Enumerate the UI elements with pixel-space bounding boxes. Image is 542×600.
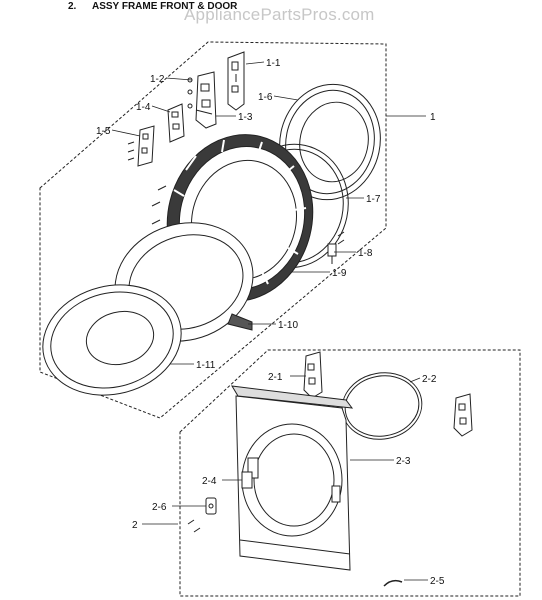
callout-1-6: 1-6 <box>258 92 273 103</box>
callout-2: 2 <box>132 520 138 531</box>
callout-labels: 1 1-1 1-2 1-3 1-4 1-5 1-6 1-7 1-8 1-9 1-… <box>96 58 445 587</box>
callout-1-1: 1-1 <box>266 58 281 69</box>
part-door-glass <box>279 83 381 201</box>
part-door-latch <box>327 231 345 264</box>
part-side-bracket <box>453 393 473 437</box>
section-title: ASSY FRAME FRONT & DOOR <box>92 1 238 12</box>
part-switch <box>187 497 217 533</box>
assy-2-boundary <box>179 349 521 597</box>
callout-2-4: 2-4 <box>202 476 217 487</box>
callout-1-5: 1-5 <box>96 126 111 137</box>
callout-2-5: 2-5 <box>430 576 445 587</box>
part-hinge-cover <box>167 103 185 143</box>
callout-2-6: 2-6 <box>152 502 167 513</box>
callout-1-2: 1-2 <box>150 74 165 85</box>
callout-1-11: 1-11 <box>196 360 216 371</box>
part-wire <box>383 579 403 587</box>
part-door-lock <box>241 471 253 489</box>
callout-1: 1 <box>430 112 436 123</box>
part-hinge-bracket-2 <box>303 351 323 399</box>
part-hinge <box>187 71 217 129</box>
assy-1-boundary <box>39 41 387 419</box>
watermark: AppliancePartsPros.com <box>184 5 375 24</box>
callout-2-3: 2-3 <box>396 456 411 467</box>
callout-1-10: 1-10 <box>278 320 298 331</box>
callout-1-3: 1-3 <box>238 112 253 123</box>
callout-1-4: 1-4 <box>136 102 151 113</box>
section-number: 2. <box>68 1 77 12</box>
callout-2-2: 2-2 <box>422 374 437 385</box>
part-outer-door-glass <box>42 284 182 396</box>
part-hinge-bracket <box>127 125 155 167</box>
part-hinge-plate <box>227 51 245 111</box>
callout-1-8: 1-8 <box>358 248 373 259</box>
callout-1-9: 1-9 <box>332 268 347 279</box>
callout-1-7: 1-7 <box>366 194 381 205</box>
part-front-panel <box>231 385 354 571</box>
callout-2-1: 2-1 <box>268 372 283 383</box>
leader-lines <box>111 61 428 581</box>
